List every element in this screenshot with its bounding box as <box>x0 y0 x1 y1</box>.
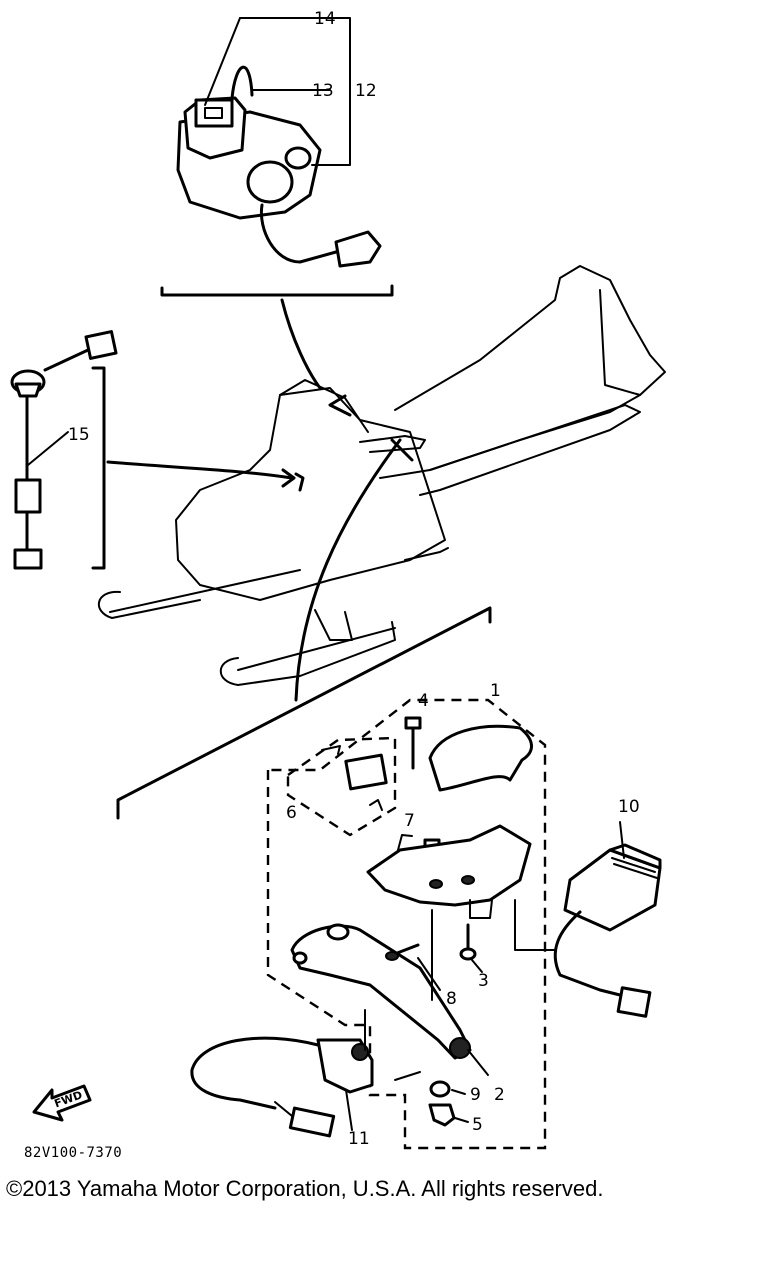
callout-6: 6 <box>286 803 297 823</box>
callout-13: 13 <box>312 81 334 101</box>
callout-15: 15 <box>68 425 90 445</box>
brake-lever <box>290 923 472 1060</box>
copyright-notice: ©2013 Yamaha Motor Corporation, U.S.A. A… <box>6 1176 604 1201</box>
callout-10: 10 <box>618 797 640 817</box>
callout-8: 8 <box>446 989 457 1009</box>
part-6-switch <box>321 745 388 811</box>
part-10-module <box>553 821 662 1018</box>
part-4-bolt <box>404 716 422 770</box>
callout-11: 11 <box>348 1129 370 1149</box>
callout-1: 1 <box>490 681 501 701</box>
snowmobile-outline <box>97 265 666 686</box>
callout-9: 9 <box>470 1085 481 1105</box>
callout-14: 14 <box>314 9 336 29</box>
callout-4: 4 <box>418 691 429 711</box>
cable-15 <box>10 330 118 570</box>
callout-2: 2 <box>494 1085 505 1105</box>
parts-exploded-diagram: 14 13 12 15 <box>10 9 666 1150</box>
callout-12: 12 <box>355 81 377 101</box>
drawing-code: 82V100-7370 <box>24 1145 123 1161</box>
callout-5: 5 <box>472 1115 483 1135</box>
part-11-switch <box>190 1036 374 1138</box>
reservoir-assembly <box>176 17 382 268</box>
callout-7: 7 <box>404 811 415 831</box>
forward-arrow-icon: FWD <box>32 1084 92 1122</box>
callout-3: 3 <box>478 971 489 991</box>
